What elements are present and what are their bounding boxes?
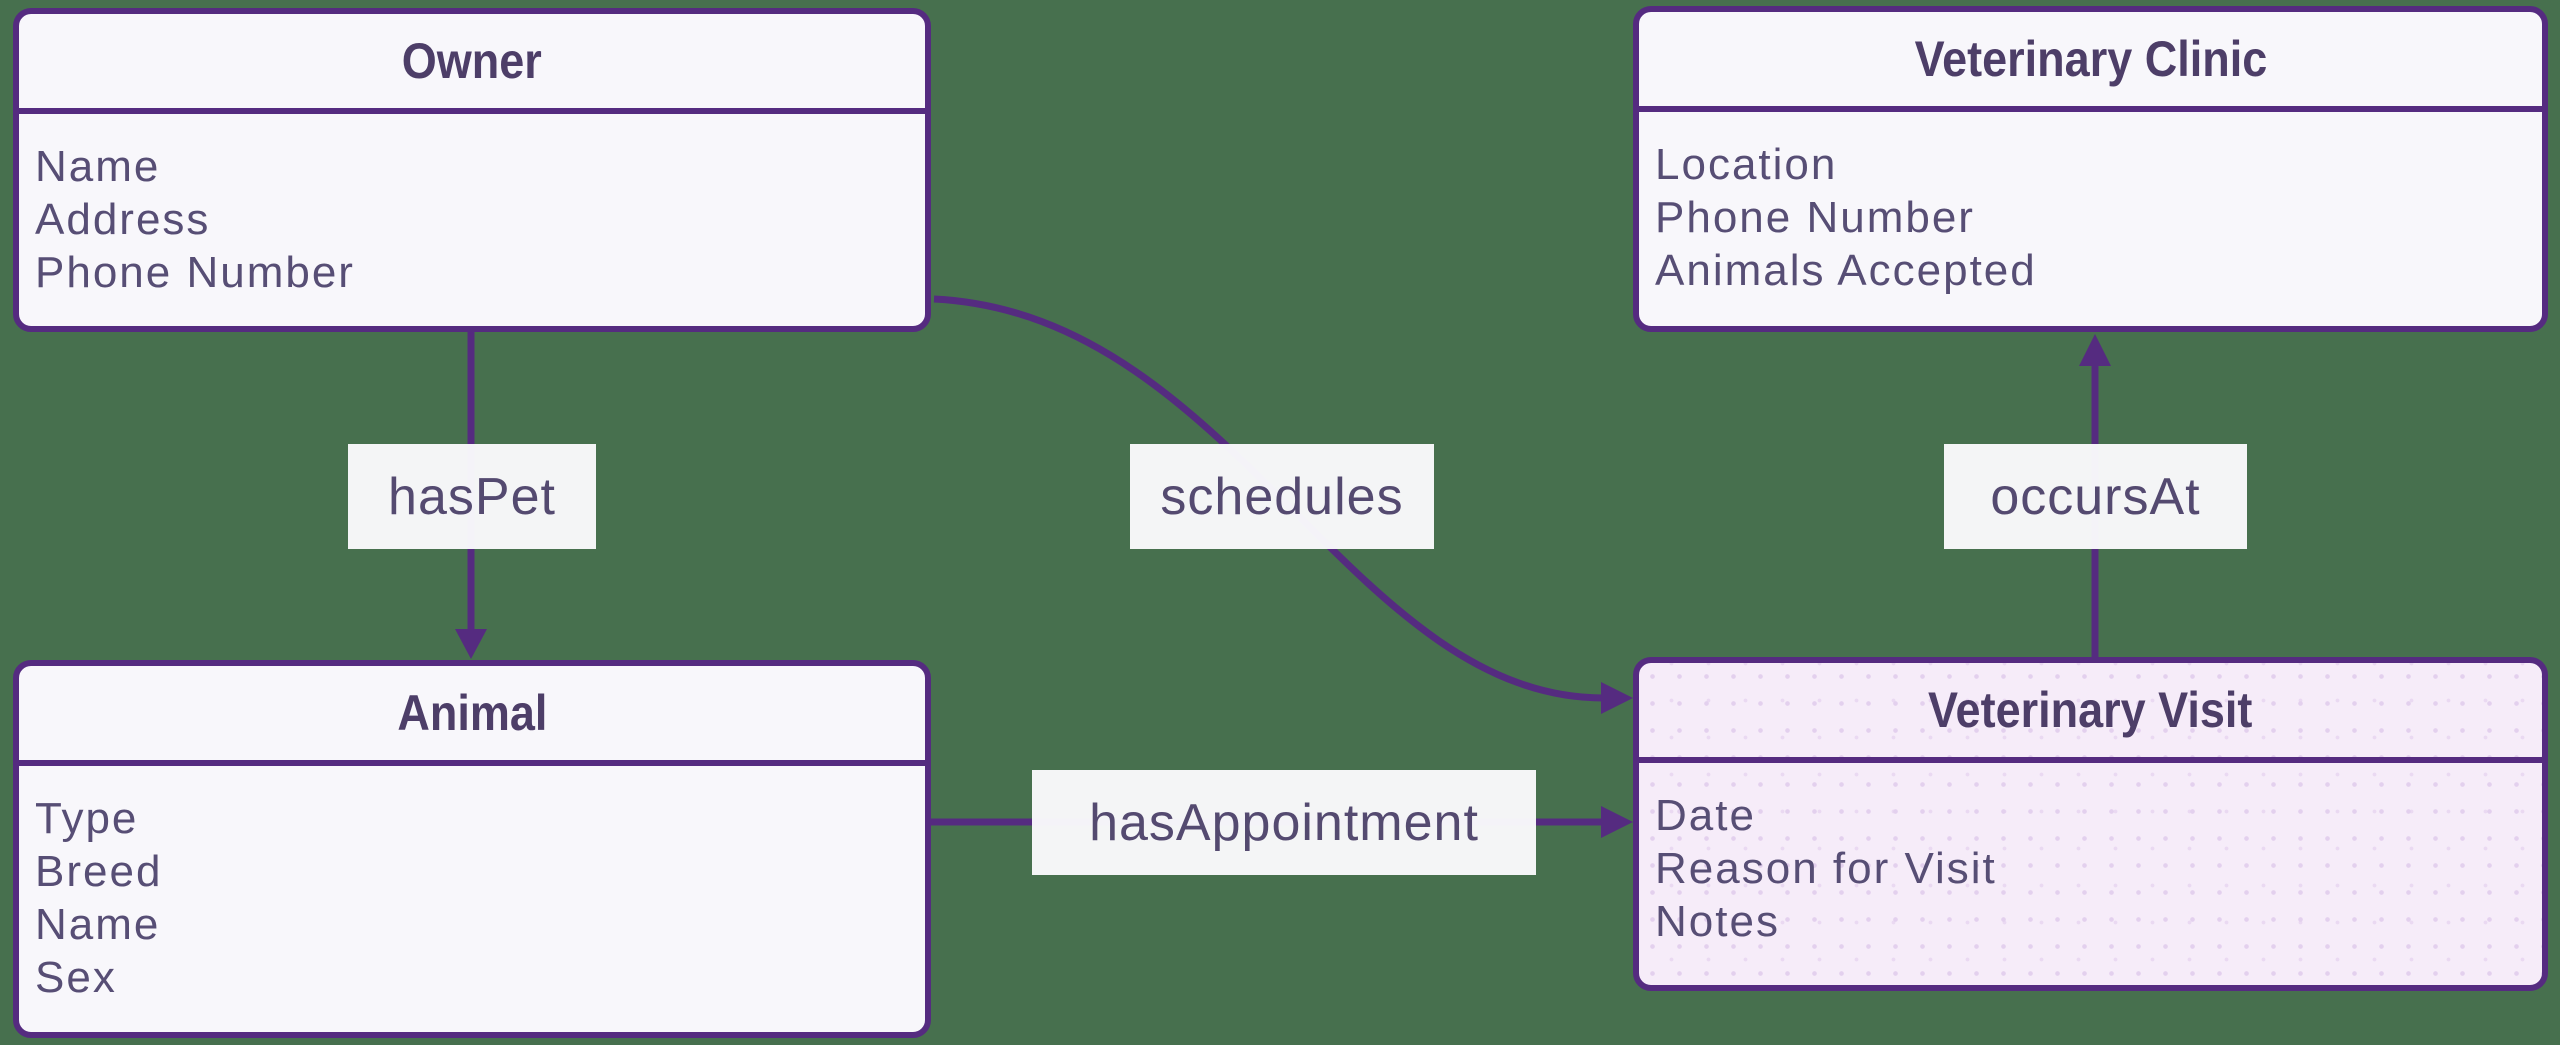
- attribute: Name: [35, 142, 161, 191]
- entity-owner-attributes: Name Address Phone Number: [19, 114, 925, 299]
- entity-animal[interactable]: Animal Type Breed Name Sex: [13, 660, 931, 1038]
- entity-animal-title: Animal: [396, 685, 548, 741]
- entity-veterinary-clinic-attributes: Location Phone Number Animals Accepted: [1639, 112, 2542, 297]
- attribute: Type: [35, 794, 139, 843]
- entity-owner-header: Owner: [19, 14, 925, 114]
- entity-veterinary-clinic-title: Veterinary Clinic: [1914, 31, 2267, 87]
- entity-animal-header: Animal: [19, 666, 925, 766]
- attribute: Address: [35, 195, 211, 244]
- relation-label-occursat[interactable]: occursAt: [1944, 444, 2247, 549]
- entity-animal-attributes: Type Breed Name Sex: [19, 766, 925, 1004]
- entity-owner-title: Owner: [401, 33, 543, 89]
- attribute: Location: [1655, 140, 1838, 189]
- attribute: Phone Number: [1655, 193, 1975, 242]
- entity-veterinary-visit-header: Veterinary Visit: [1639, 663, 2542, 763]
- entity-veterinary-clinic-header: Veterinary Clinic: [1639, 12, 2542, 112]
- relation-label-hasappointment[interactable]: hasAppointment: [1032, 770, 1536, 875]
- entity-veterinary-visit[interactable]: Veterinary Visit Date Reason for Visit N…: [1633, 657, 2548, 991]
- attribute: Name: [35, 900, 161, 949]
- attribute: Sex: [35, 953, 117, 1002]
- attribute: Date: [1655, 791, 1756, 840]
- entity-veterinary-clinic[interactable]: Veterinary Clinic Location Phone Number …: [1633, 6, 2548, 332]
- relation-label-schedules[interactable]: schedules: [1130, 444, 1434, 549]
- entity-veterinary-visit-title: Veterinary Visit: [1928, 682, 2253, 738]
- attribute: Phone Number: [35, 248, 355, 297]
- attribute: Animals Accepted: [1655, 246, 2037, 295]
- attribute: Notes: [1655, 897, 1780, 946]
- attribute: Reason for Visit: [1655, 844, 1997, 893]
- attribute: Breed: [35, 847, 163, 896]
- entity-owner[interactable]: Owner Name Address Phone Number: [13, 8, 931, 332]
- relation-label-haspet[interactable]: hasPet: [348, 444, 596, 549]
- entity-veterinary-visit-attributes: Date Reason for Visit Notes: [1639, 763, 2542, 948]
